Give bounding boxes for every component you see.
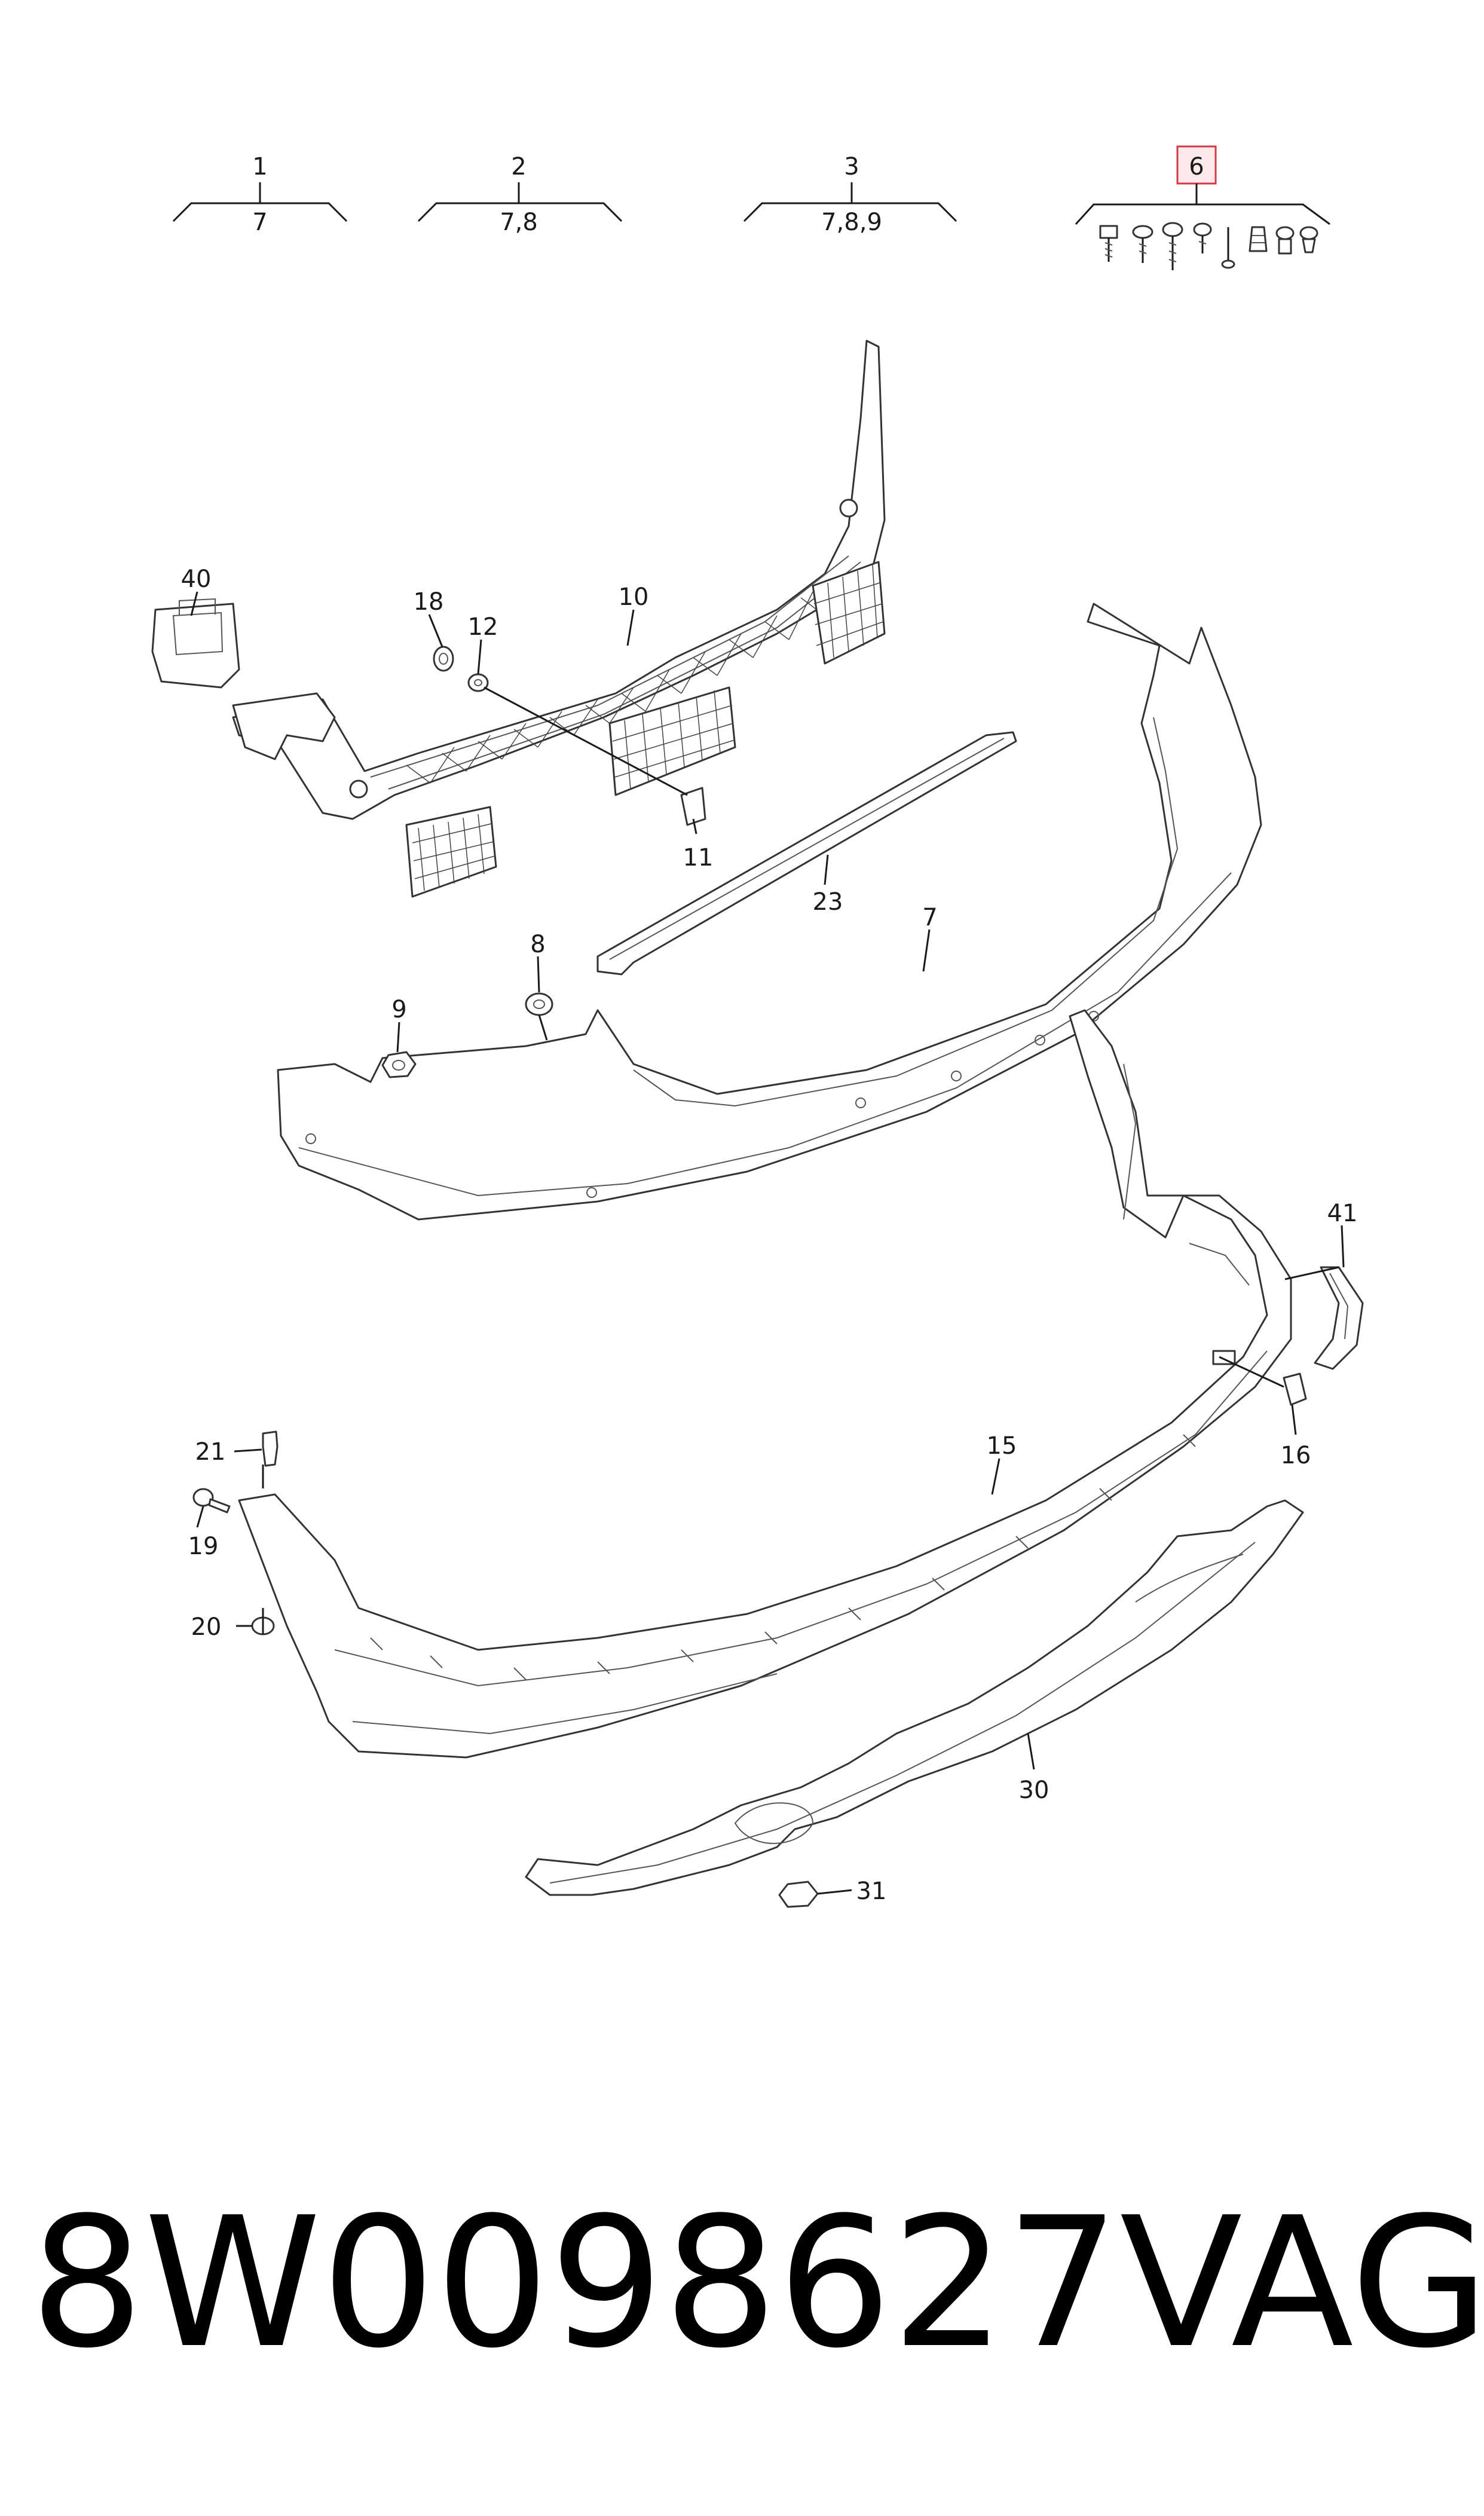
part-8-fastener[interactable] — [525, 992, 553, 1041]
part-11-holder[interactable] — [484, 686, 706, 826]
kit-1[interactable]: 1 7 — [172, 153, 348, 236]
callout-20[interactable]: 20 — [191, 1613, 222, 1641]
callout-9[interactable]: 9 — [391, 996, 406, 1023]
callout-7[interactable]: 7 — [922, 904, 937, 931]
kit-3[interactable]: 3 7,8,9 — [743, 153, 957, 236]
bumper-carrier[interactable] — [232, 340, 886, 898]
callout-21[interactable]: 21 — [195, 1438, 226, 1466]
kit-6-bracket — [1075, 203, 1330, 225]
bracket-40[interactable] — [151, 598, 240, 689]
kit-2[interactable]: 2 7,8 — [417, 153, 623, 236]
callout-8[interactable]: 8 — [530, 931, 545, 958]
kit-6[interactable]: 6 — [1075, 145, 1330, 270]
trim-strip-23[interactable] — [596, 731, 1017, 976]
kit-2-number: 2 — [511, 153, 526, 181]
kit-3-contents: 7,8,9 — [821, 209, 882, 236]
callout-15[interactable]: 15 — [987, 1432, 1017, 1460]
callout-11[interactable]: 11 — [683, 844, 714, 872]
kit-2-bracket — [417, 202, 623, 222]
lower-bumper-cover[interactable] — [238, 1009, 1292, 1759]
kit-6-number: 6 — [1189, 153, 1204, 181]
callout-18[interactable]: 18 — [414, 588, 444, 616]
part-41-cover[interactable] — [1314, 1266, 1364, 1370]
rear-diffuser[interactable] — [525, 1499, 1304, 1896]
callouts: 40 18 12 10 11 23 7 8 9 41 16 15 21 19 2… — [181, 565, 1358, 1905]
part-number: 8W0098627 — [30, 2179, 1120, 2387]
part-19-screw[interactable] — [192, 1488, 231, 1514]
footer: 8W0098627 VAG — [30, 2176, 1484, 2391]
part-9-nut[interactable] — [381, 1051, 417, 1078]
leader-lines — [190, 591, 1345, 1895]
part-31-nut[interactable] — [778, 1881, 819, 1908]
brand-name: VAG — [1119, 2179, 1484, 2387]
callout-16[interactable]: 16 — [1281, 1442, 1311, 1469]
callout-41[interactable]: 41 — [1327, 1200, 1358, 1227]
kit-1-number: 1 — [252, 153, 267, 181]
callout-40[interactable]: 40 — [181, 565, 212, 593]
callout-19[interactable]: 19 — [188, 1533, 219, 1560]
kit-1-contents: 7 — [252, 209, 267, 236]
callout-31[interactable]: 31 — [856, 1878, 887, 1905]
part-21-clip[interactable] — [262, 1430, 279, 1467]
fastener-set-icon — [1099, 222, 1318, 270]
kit-3-number: 3 — [844, 153, 859, 181]
kit-3-bracket — [743, 202, 957, 222]
part-18-clip[interactable] — [433, 646, 454, 672]
kit-2-contents: 7,8 — [500, 209, 538, 236]
part-16-cap[interactable] — [1283, 1372, 1307, 1406]
part-20-screw[interactable] — [251, 1608, 275, 1635]
upper-bumper-cover[interactable] — [277, 603, 1262, 1221]
callout-12[interactable]: 12 — [468, 613, 498, 641]
callout-30[interactable]: 30 — [1019, 1777, 1049, 1804]
callout-23[interactable]: 23 — [813, 888, 843, 916]
callout-10[interactable]: 10 — [619, 583, 649, 611]
